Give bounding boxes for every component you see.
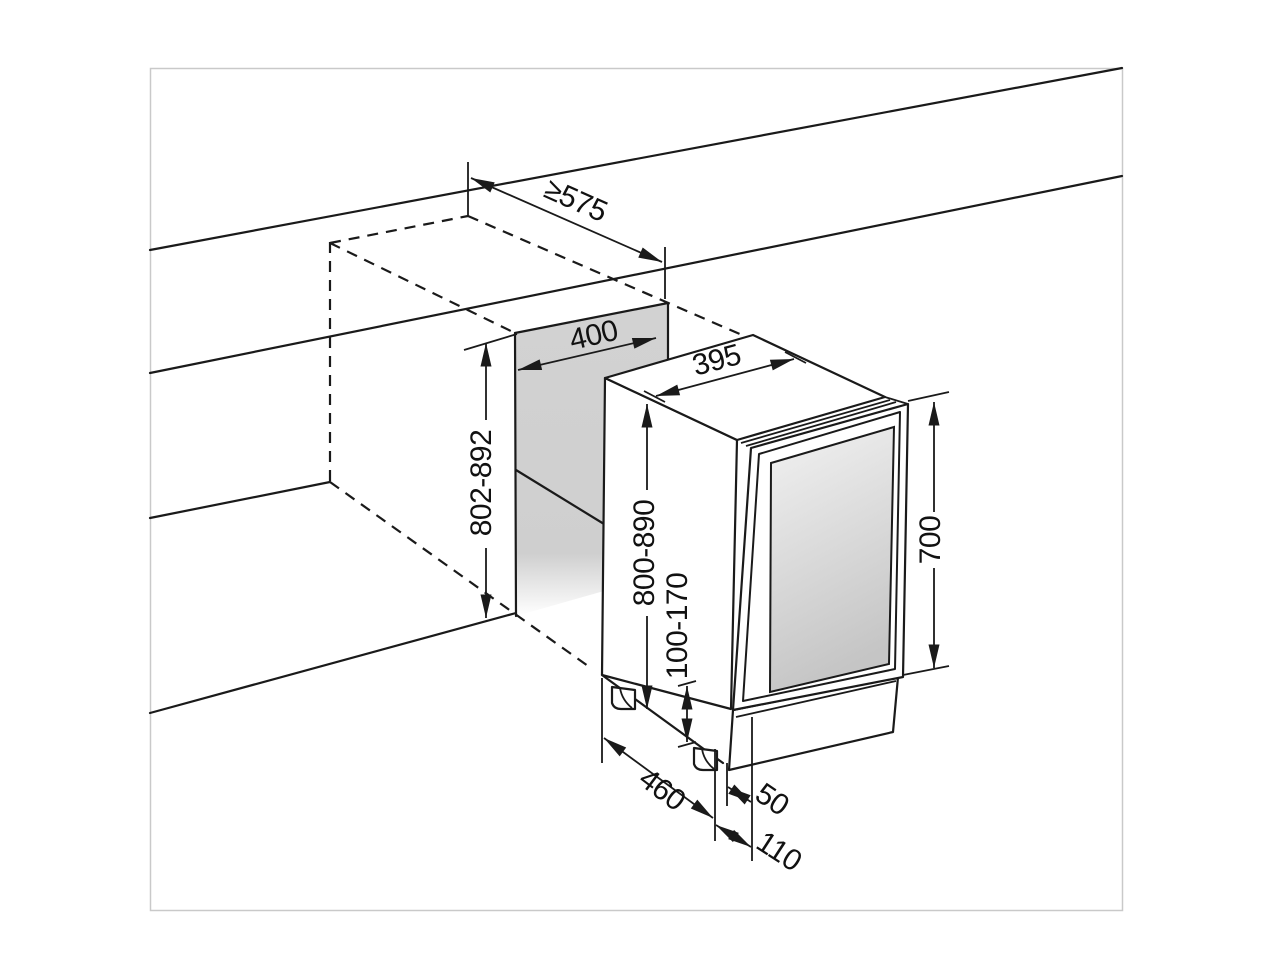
dim-label-body-depth: 460 (633, 762, 692, 818)
dim-arrow-niche-width (517, 337, 657, 371)
dim-niche-depth: ≥575 (467, 162, 666, 299)
dim-arrow-body-depth (603, 737, 714, 819)
floor-front-line (148, 611, 518, 715)
niche-hidden-top-right-depth-edge (467, 214, 743, 337)
dim-arrow-door-width (655, 358, 795, 397)
niche-hidden-bottom-depth-edge (329, 481, 589, 667)
door-top-strip-line-1 (740, 399, 891, 444)
dim-label-door-height: 700 (914, 516, 947, 565)
dim-extension-line (643, 390, 666, 403)
cabinet-front-bottom-line (148, 480, 332, 520)
niche-hidden-top-back-edge (329, 214, 469, 245)
drawing-border (149, 67, 1124, 912)
dim-extension-line (463, 333, 518, 351)
dim-label-niche-height: 802-892 (465, 430, 498, 537)
door-frame-inner-line (742, 411, 901, 702)
niche-hidden-edges (328, 214, 743, 667)
dim-extension-line (907, 391, 950, 402)
door-glass-pane (768, 425, 896, 694)
dim-label-door-thickness: 50 (749, 777, 794, 822)
door-top-right-corner-edge (884, 396, 909, 405)
dim-tick (677, 741, 697, 748)
counter-back-edge-line (148, 66, 1124, 252)
niche-back-floor-junction-line (514, 468, 606, 526)
niche-hidden-top-left-depth-edge (329, 242, 516, 334)
niche-front-top-edge (513, 301, 670, 335)
dim-door-height: 700 (902, 391, 950, 676)
dim-label-front-offset: 110 (750, 825, 807, 878)
dim-niche-height: 802-892 (463, 333, 518, 618)
dim-foot-height: 100-170 (661, 573, 697, 748)
front-foot-detail-arc (619, 687, 633, 709)
plinth-top-inner-line (735, 680, 897, 718)
dim-front-offset: 110 (715, 824, 807, 878)
dim-arrow-niche-depth (470, 177, 663, 263)
niche-front-left-edge (513, 331, 518, 618)
dim-tick (677, 680, 697, 687)
dim-label-niche-depth: ≥575 (539, 172, 611, 228)
door-top-strip-line-2 (745, 401, 897, 447)
dim-arrow-front-offset (715, 824, 752, 848)
dim-label-foot-height: 100-170 (661, 573, 694, 680)
dim-extension-line (784, 351, 807, 364)
dim-arrow-door-thickness (727, 784, 752, 805)
dim-label-appliance-height: 800-890 (628, 500, 661, 607)
dim-extension-line (902, 665, 950, 676)
counter-front-edge-line (148, 174, 1124, 375)
counter-lines (148, 66, 1124, 715)
dim-appliance-height: 800-890 (628, 404, 661, 709)
